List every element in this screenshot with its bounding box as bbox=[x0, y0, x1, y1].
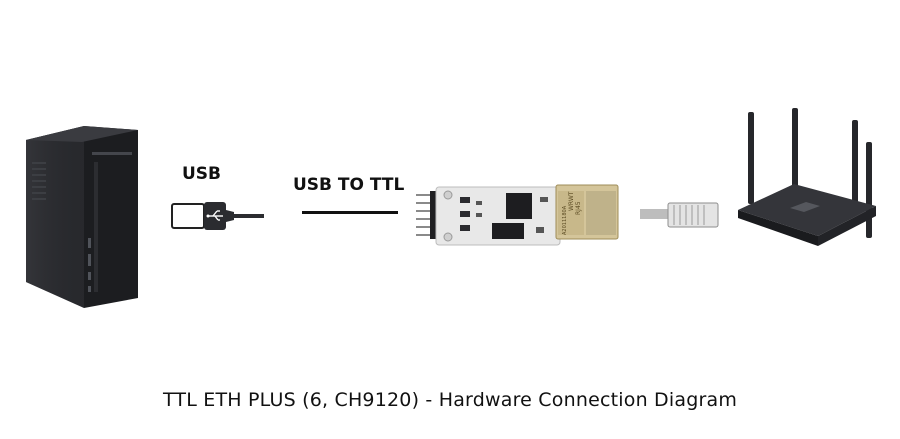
usb-plug-icon bbox=[171, 202, 264, 230]
module-chip-text-3: A2011180A bbox=[562, 205, 568, 235]
module-chip-text-2: RJ45 bbox=[575, 201, 582, 215]
router-icon bbox=[738, 108, 876, 246]
pc-tower-icon bbox=[26, 126, 138, 308]
connection-line bbox=[302, 211, 398, 214]
module-chip-text-1: WRWT bbox=[568, 191, 575, 211]
diagram-caption: TTL ETH PLUS (6, CH9120) - Hardware Conn… bbox=[162, 389, 738, 411]
usb-label: USB bbox=[182, 164, 222, 184]
usb-to-ttl-label: USB TO TTL bbox=[293, 175, 405, 195]
ttl-eth-module-icon: WRWT RJ45 A2011180A bbox=[416, 184, 619, 246]
rj45-plug-icon bbox=[640, 202, 719, 228]
